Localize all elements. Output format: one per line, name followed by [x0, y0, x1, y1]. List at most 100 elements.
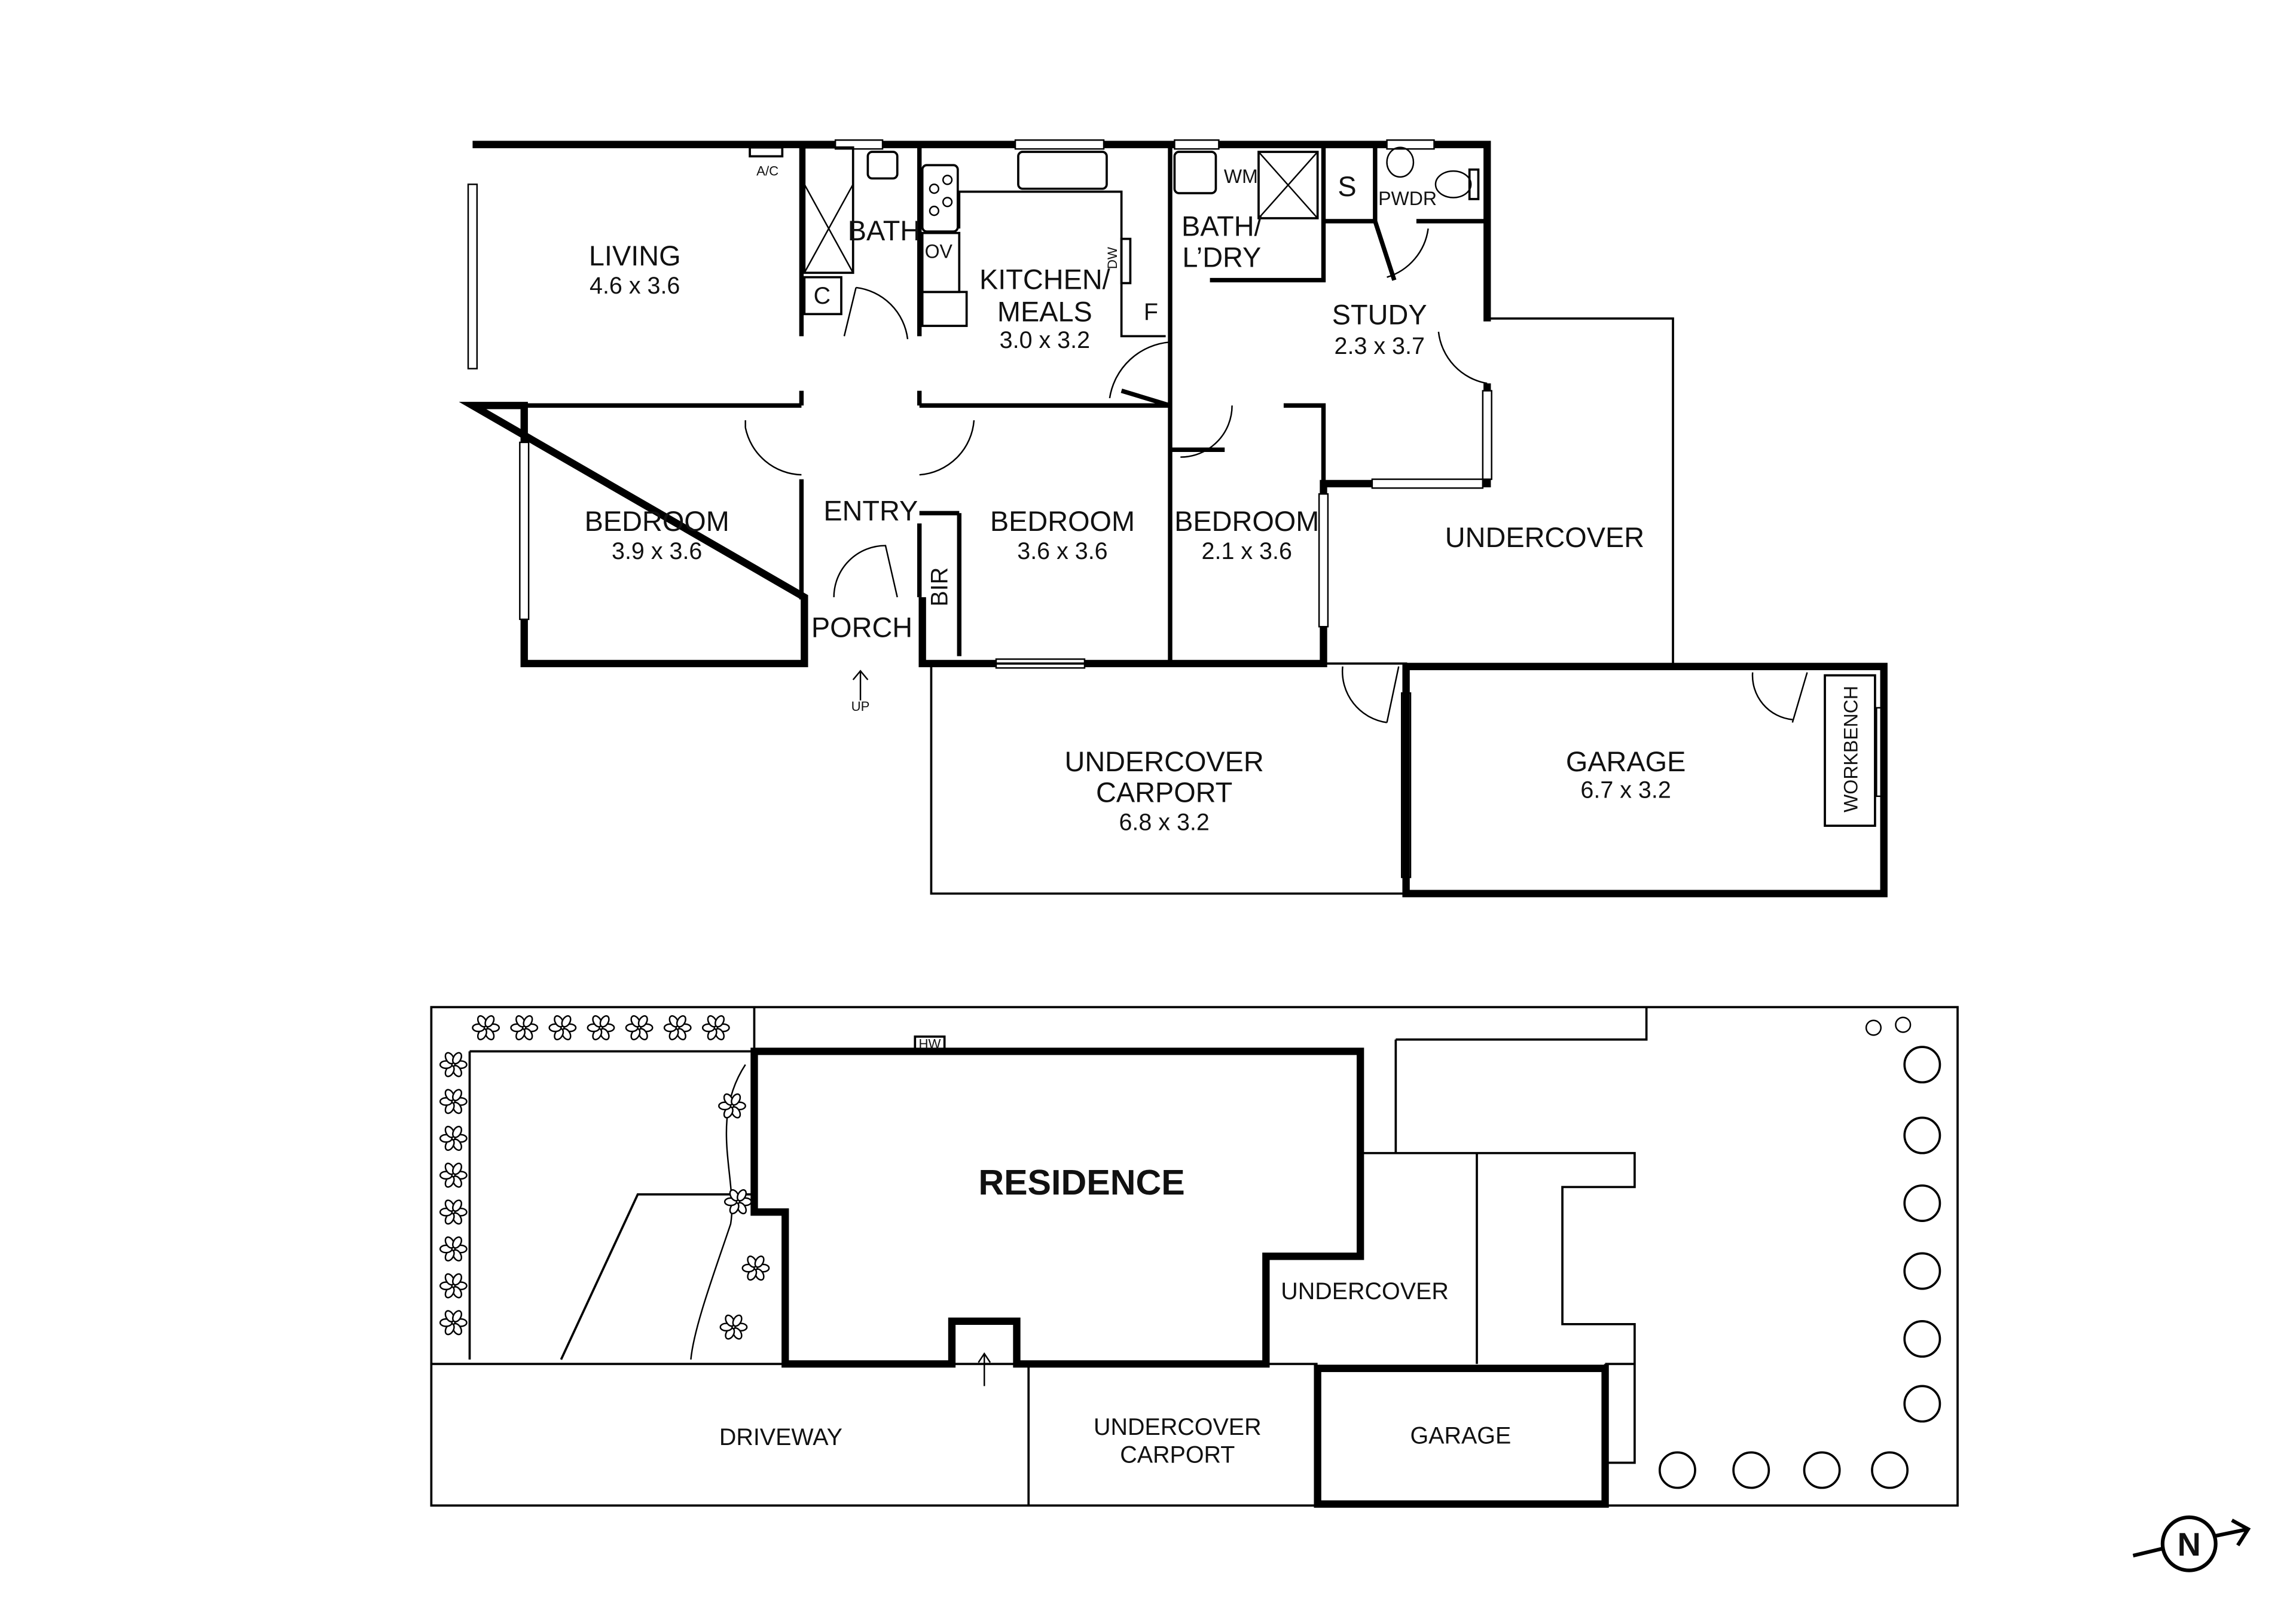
room-living-name: LIVING: [589, 240, 681, 271]
room-bedroom2-size: 3.6 x 3.6: [1017, 538, 1107, 564]
label-up: UP: [851, 699, 870, 714]
tree-icon: [1803, 1451, 1841, 1489]
shrub-icon: [723, 1189, 752, 1215]
shower: [1257, 151, 1319, 219]
shrub-icon: [439, 1052, 468, 1077]
room-study-name: STUDY: [1332, 300, 1427, 331]
fixtures: [749, 146, 1876, 827]
site-plan: RESIDENCE UNDERCOVER DRIVEWAY UNDERCOVER…: [430, 1006, 1959, 1508]
shrub-icon: [439, 1273, 468, 1299]
residence-walls: [750, 1047, 1364, 1368]
label-bath: BATH: [848, 215, 921, 246]
room-labels: LIVING 4.6 x 3.6 KITCHEN/ MEALS 3.0 x 3.…: [585, 163, 1862, 835]
shrub-icon: [701, 1015, 730, 1041]
shrub-icon: [741, 1256, 770, 1281]
ac-unit: [749, 146, 784, 158]
kitchen-sink: [1017, 151, 1108, 190]
cooktop: [921, 164, 959, 233]
shrub-icon: [510, 1015, 539, 1041]
workbench: [1824, 674, 1876, 827]
room-bedroom1-name: BEDROOM: [585, 506, 729, 537]
small-plant-icon: [1865, 1019, 1882, 1036]
hot-water-unit: [914, 1035, 946, 1053]
room-carport-name2: CARPORT: [1096, 777, 1232, 808]
garage-walls: [1402, 662, 1888, 897]
room-carport-name: UNDERCOVER: [1064, 746, 1263, 777]
toilet: [1434, 170, 1472, 198]
tree-icon: [1903, 1116, 1941, 1154]
basin: [866, 151, 899, 180]
trees: [1658, 1016, 1941, 1489]
shrub-icon: [718, 1093, 746, 1119]
room-kitchen-size: 3.0 x 3.2: [1000, 327, 1090, 353]
shrub-icon: [439, 1089, 468, 1114]
windows: [467, 139, 1886, 878]
shrub-icon: [548, 1015, 577, 1041]
room-kitchen-name2: MEALS: [997, 297, 1092, 328]
label-workbench: WORKBENCH: [1840, 686, 1861, 812]
room-garage-name: GARAGE: [1566, 746, 1686, 777]
toilet-basin: [1386, 146, 1415, 178]
site-hw-label: HW: [918, 1037, 941, 1052]
site-garage-label: GARAGE: [1410, 1423, 1511, 1449]
room-study-size: 2.3 x 3.7: [1335, 333, 1425, 359]
room-living-size: 4.6 x 3.6: [590, 273, 680, 299]
room-carport-size: 6.8 x 3.2: [1119, 810, 1209, 836]
tree-icon: [1732, 1451, 1770, 1489]
small-plant-icon: [1895, 1016, 1912, 1033]
shrub-icon: [719, 1314, 748, 1340]
label-undercover: UNDERCOVER: [1445, 522, 1644, 553]
label-ov: OV: [925, 241, 953, 262]
shrubs: [439, 1015, 770, 1340]
label-bath-ldry-2: L’DRY: [1182, 242, 1261, 273]
bathtub: [803, 146, 854, 274]
laundry-trough: [1173, 151, 1217, 194]
tree-icon: [1903, 1046, 1941, 1084]
compass-label: N: [2178, 1527, 2201, 1563]
label-f: F: [1144, 299, 1158, 325]
label-bir: BIR: [927, 567, 953, 607]
site-boundary: [430, 1006, 1959, 1507]
shrub-icon: [625, 1015, 654, 1041]
label-s: S: [1338, 171, 1356, 202]
shrub-icon: [472, 1015, 500, 1041]
label-c: C: [814, 283, 831, 309]
room-bedroom3-name: BEDROOM: [1174, 506, 1319, 537]
site-undercover-label: UNDERCOVER: [1281, 1278, 1449, 1305]
label-dw: DW: [1105, 247, 1120, 269]
tree-icon: [1903, 1385, 1941, 1423]
door-swings: [744, 228, 1808, 723]
room-bedroom2-name: BEDROOM: [990, 506, 1135, 537]
label-pwdr: PWDR: [1378, 188, 1437, 209]
label-ac: A/C: [756, 163, 778, 178]
label-entry: ENTRY: [823, 496, 918, 527]
site-carport-label-1: UNDERCOVER: [1094, 1414, 1262, 1440]
room-kitchen-name: KITCHEN/: [979, 264, 1111, 295]
shrub-icon: [587, 1015, 615, 1041]
tree-icon: [1903, 1320, 1941, 1358]
label-porch: PORCH: [811, 612, 912, 643]
interior-walls: [524, 144, 1488, 664]
site-residence-label: RESIDENCE: [978, 1162, 1184, 1202]
site-driveway-label: DRIVEWAY: [719, 1424, 842, 1450]
site-carport-label-2: CARPORT: [1120, 1442, 1235, 1468]
tree-icon: [1871, 1451, 1909, 1489]
tree-icon: [1903, 1184, 1941, 1222]
room-bedroom1-size: 3.9 x 3.6: [612, 538, 702, 564]
tree-icon: [1658, 1451, 1696, 1489]
shrub-icon: [439, 1162, 468, 1188]
shrub-icon: [439, 1310, 468, 1336]
shrub-icon: [439, 1199, 468, 1225]
tree-icon: [1903, 1252, 1941, 1290]
floor-plan: LIVING 4.6 x 3.6 KITCHEN/ MEALS 3.0 x 3.…: [459, 139, 1888, 897]
shrub-icon: [439, 1126, 468, 1151]
room-bedroom3-size: 2.1 x 3.6: [1202, 538, 1292, 564]
site-garage-walls: [1314, 1364, 1609, 1508]
shrub-icon: [663, 1015, 692, 1041]
north-arrow-icon: N: [2132, 1515, 2251, 1572]
label-bath-ldry-1: BATH/: [1181, 211, 1262, 242]
room-garage-size: 6.7 x 3.2: [1580, 777, 1671, 803]
shrub-icon: [439, 1236, 468, 1262]
label-wm: WM: [1224, 166, 1258, 187]
